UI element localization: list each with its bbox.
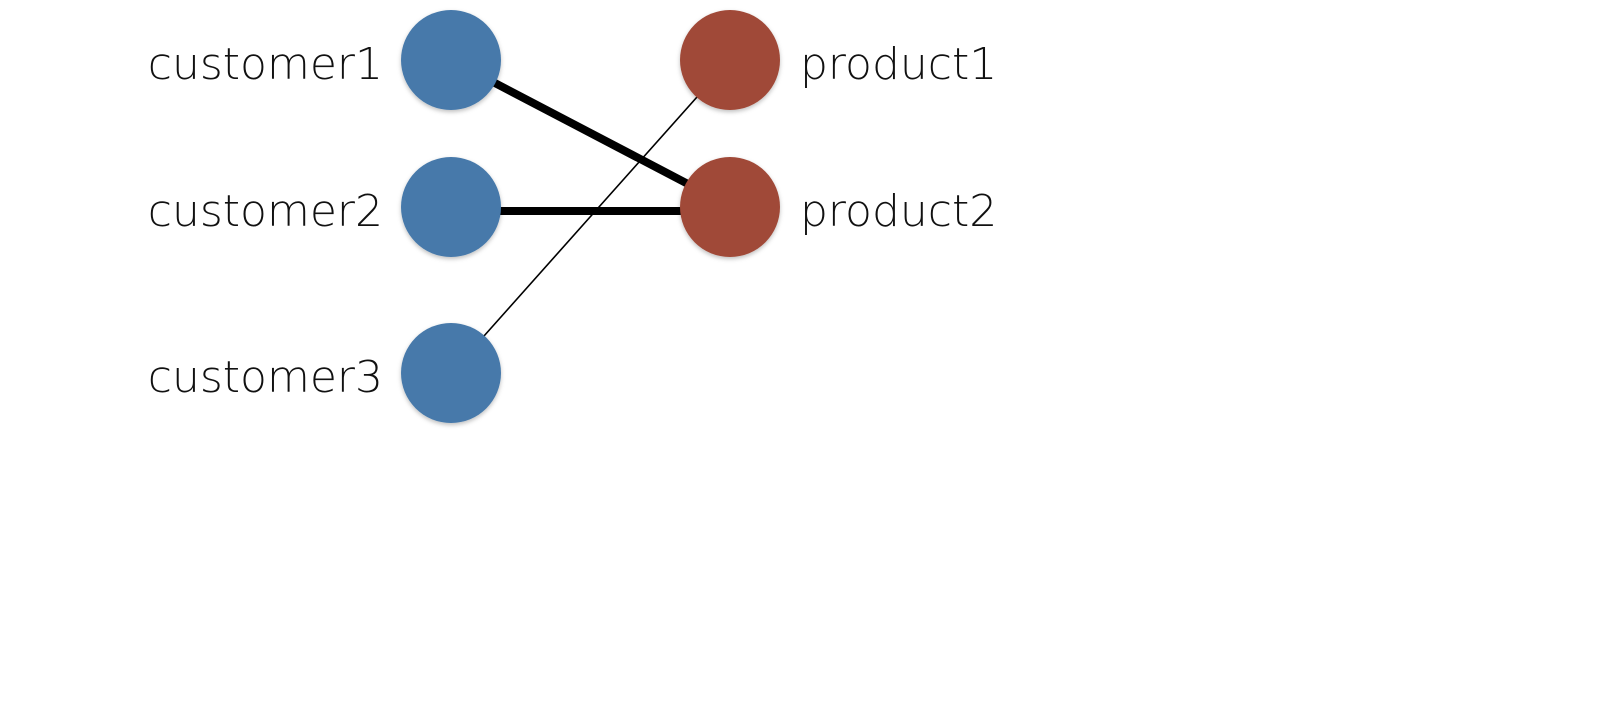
product-nodes — [680, 10, 780, 257]
label-customer3: customer3 — [148, 352, 383, 403]
label-customer2: customer2 — [148, 186, 383, 237]
labels: customer1 customer2 customer3 product1 p… — [148, 39, 997, 403]
node-customer2[interactable] — [401, 157, 501, 257]
label-customer1: customer1 — [148, 39, 383, 90]
edge-customer1-product2 — [449, 56, 732, 210]
node-customer3[interactable] — [401, 323, 501, 423]
label-product2: product2 — [800, 186, 997, 237]
label-product1: product1 — [800, 39, 997, 90]
node-product2[interactable] — [680, 157, 780, 257]
customer-nodes — [401, 10, 501, 423]
node-customer1[interactable] — [401, 10, 501, 110]
node-product1[interactable] — [680, 10, 780, 110]
edge-customer3-product1 — [450, 59, 731, 374]
